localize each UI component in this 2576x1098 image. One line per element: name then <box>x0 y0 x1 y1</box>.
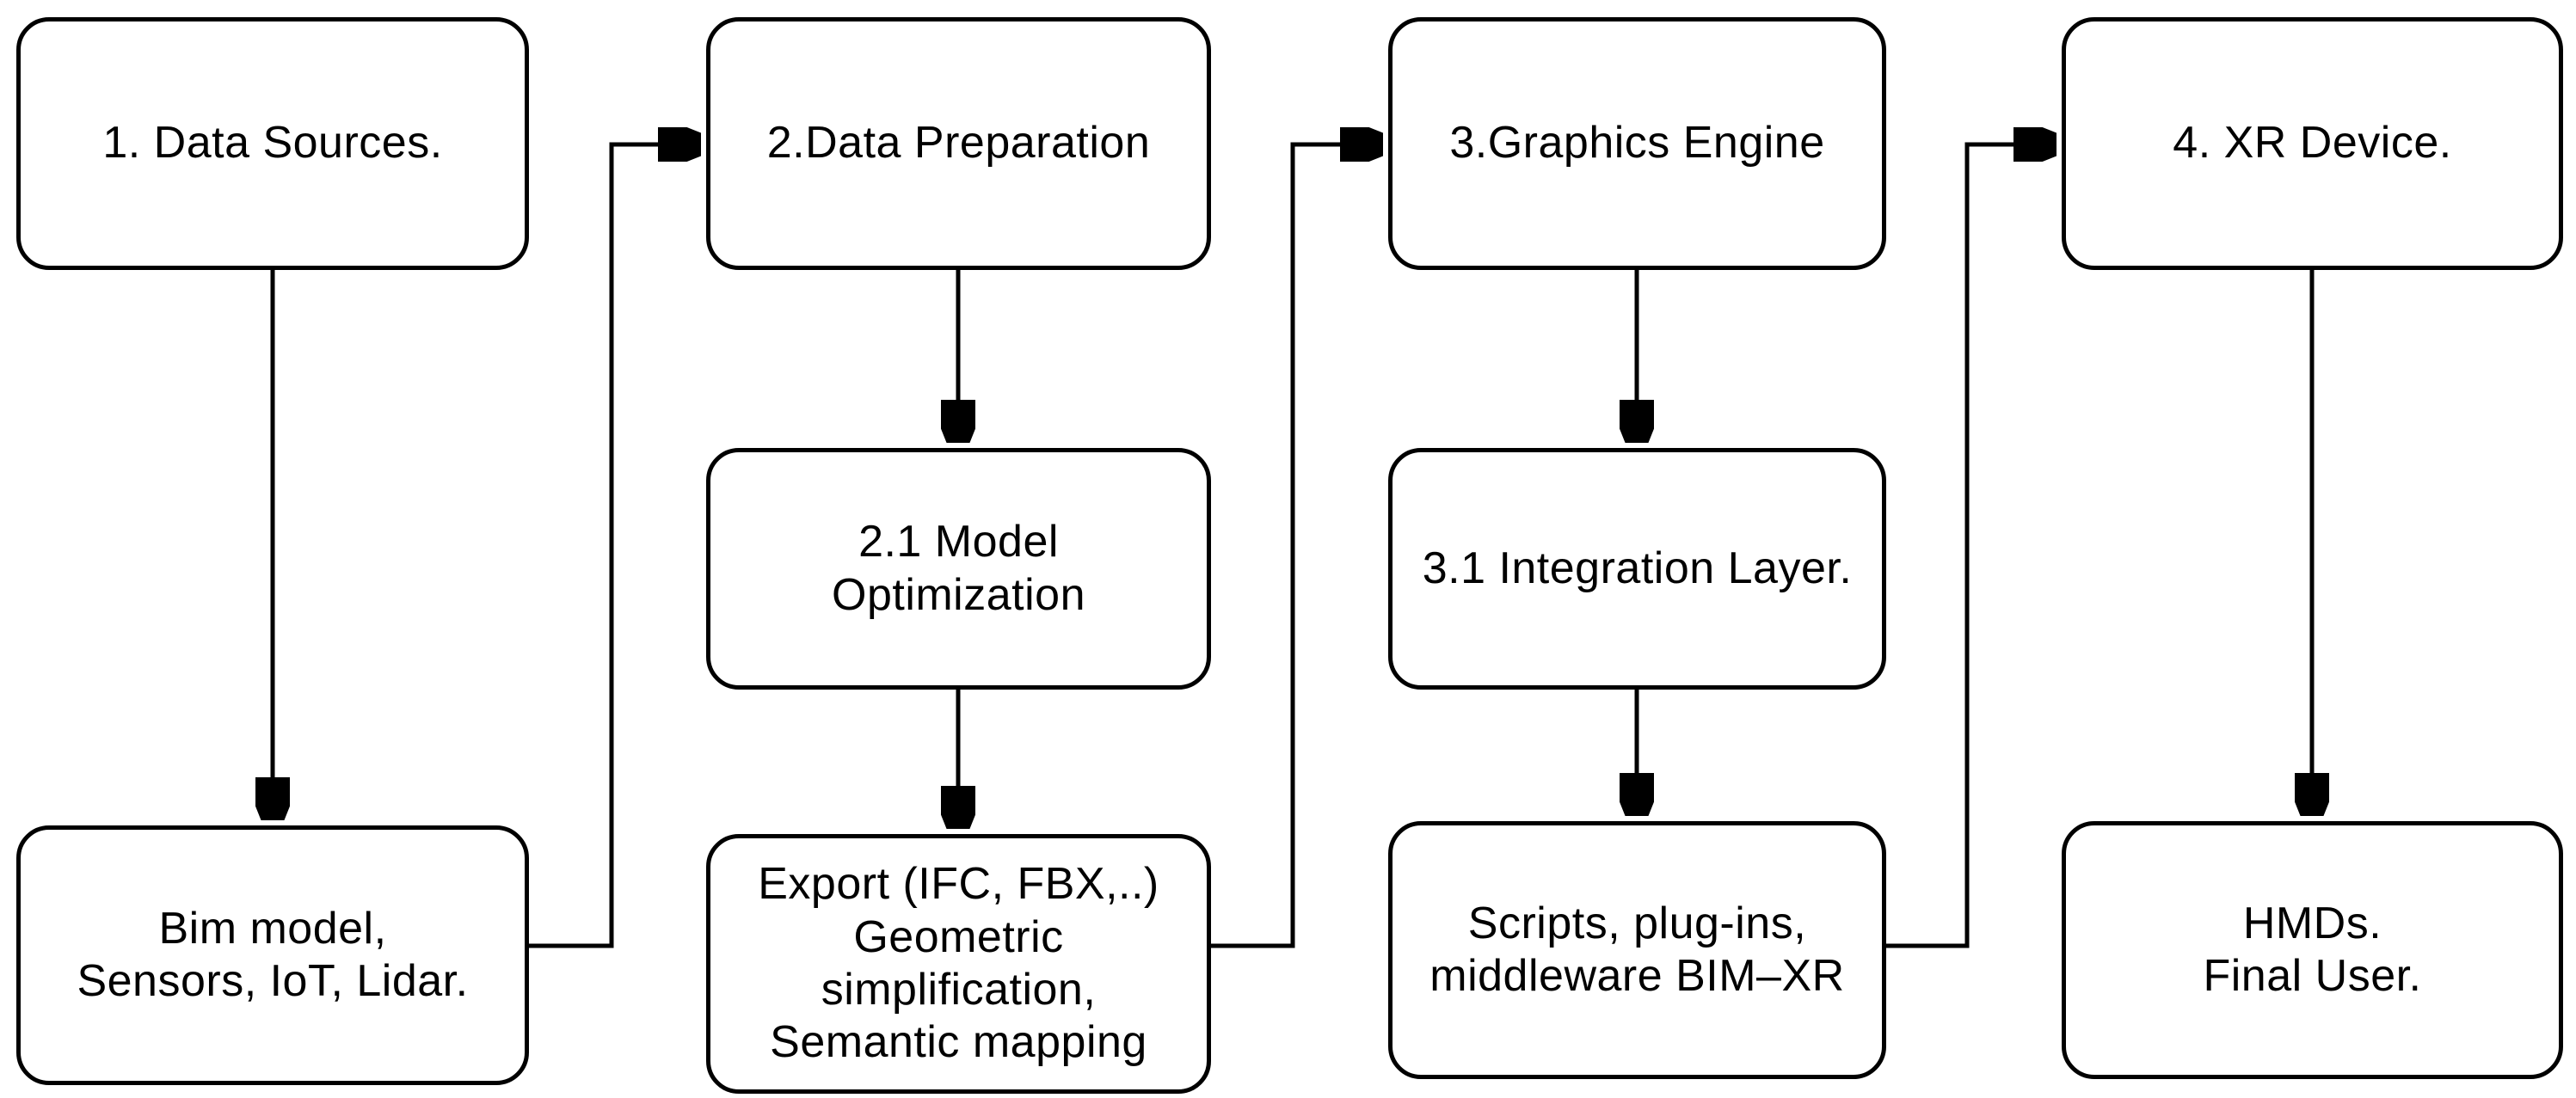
edge-sources-detail-to-data-preparation <box>529 144 701 948</box>
node-data-preparation: 2.Data Preparation <box>706 17 1211 270</box>
node-data-sources: 1. Data Sources. <box>16 17 529 270</box>
node-preparation-detail-label: Export (IFC, FBX,..) Geometric simplific… <box>758 859 1159 1068</box>
node-model-optimization: 2.1 Model Optimization <box>706 448 1211 690</box>
node-device-detail: HMDs. Final User. <box>2062 821 2563 1079</box>
node-sources-detail: Bim model, Sensors, IoT, Lidar. <box>16 825 529 1085</box>
node-model-optimization-label: 2.1 Model Optimization <box>832 517 1085 620</box>
node-graphics-engine-label: 3.Graphics Engine <box>1449 118 1825 169</box>
edge-preparation-detail-to-graphics-engine <box>1211 144 1383 948</box>
node-integration-layer-label: 3.1 Integration Layer. <box>1422 543 1853 593</box>
node-sources-detail-label: Bim model, Sensors, IoT, Lidar. <box>77 903 469 1006</box>
node-engine-detail: Scripts, plug-ins, middleware BIM–XR <box>1388 821 1886 1079</box>
node-graphics-engine: 3.Graphics Engine <box>1388 17 1886 270</box>
node-data-sources-label: 1. Data Sources. <box>102 118 443 169</box>
node-preparation-detail: Export (IFC, FBX,..) Geometric simplific… <box>706 834 1211 1094</box>
node-integration-layer: 3.1 Integration Layer. <box>1388 448 1886 690</box>
node-xr-device: 4. XR Device. <box>2062 17 2563 270</box>
node-data-preparation-label: 2.Data Preparation <box>766 118 1151 169</box>
node-xr-device-label: 4. XR Device. <box>2173 118 2452 169</box>
edge-engine-detail-to-xr-device <box>1886 144 2056 948</box>
node-engine-detail-label: Scripts, plug-ins, middleware BIM–XR <box>1429 898 1845 1001</box>
node-device-detail-label: HMDs. Final User. <box>2203 898 2422 1001</box>
